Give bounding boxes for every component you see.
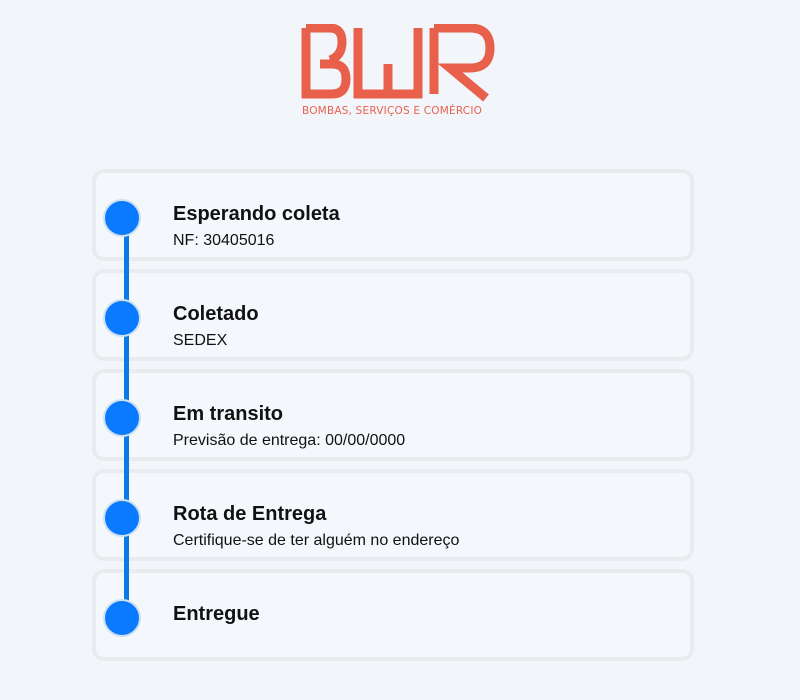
status-dot-icon [103, 199, 141, 237]
timeline-step-coletado: Coletado SEDEX [92, 269, 694, 419]
step-title: Em transito [173, 403, 284, 425]
status-dot-icon [103, 599, 141, 637]
bwr-logo-mark [301, 24, 495, 102]
step-subtitle: Certifique-se de ter alguém no endereço [173, 532, 460, 549]
status-dot-icon [103, 399, 141, 437]
timeline-step-esperando-coleta: Esperando coleta NF: 30405016 [92, 169, 694, 319]
timeline-connector [124, 219, 129, 319]
timeline-connector [124, 419, 129, 519]
status-dot-icon [103, 299, 141, 337]
step-subtitle: Previsão de entrega: 00/00/0000 [173, 432, 406, 449]
timeline-step-rota-de-entrega: Rota de Entrega Certifique-se de ter alg… [92, 469, 694, 619]
status-dot-icon [103, 499, 141, 537]
step-title: Entregue [173, 603, 260, 625]
timeline-step-em-transito: Em transito Previsão de entrega: 00/00/0… [92, 369, 694, 519]
step-title: Rota de Entrega [173, 503, 327, 525]
delivery-timeline: Esperando coleta NF: 30405016 Coletado S… [92, 169, 694, 661]
step-title: Coletado [173, 303, 259, 325]
logo-tagline: BOMBAS, SERVIÇOS E COMÉRCIO [302, 105, 483, 117]
timeline-step-entregue: Entregue [92, 569, 694, 661]
timeline-connector [124, 519, 129, 619]
company-logo: BOMBAS, SERVIÇOS E COMÉRCIO [300, 24, 500, 120]
timeline-connector [124, 319, 129, 419]
step-title: Esperando coleta [173, 203, 340, 225]
step-subtitle: NF: 30405016 [173, 232, 275, 249]
step-subtitle: SEDEX [173, 332, 228, 349]
